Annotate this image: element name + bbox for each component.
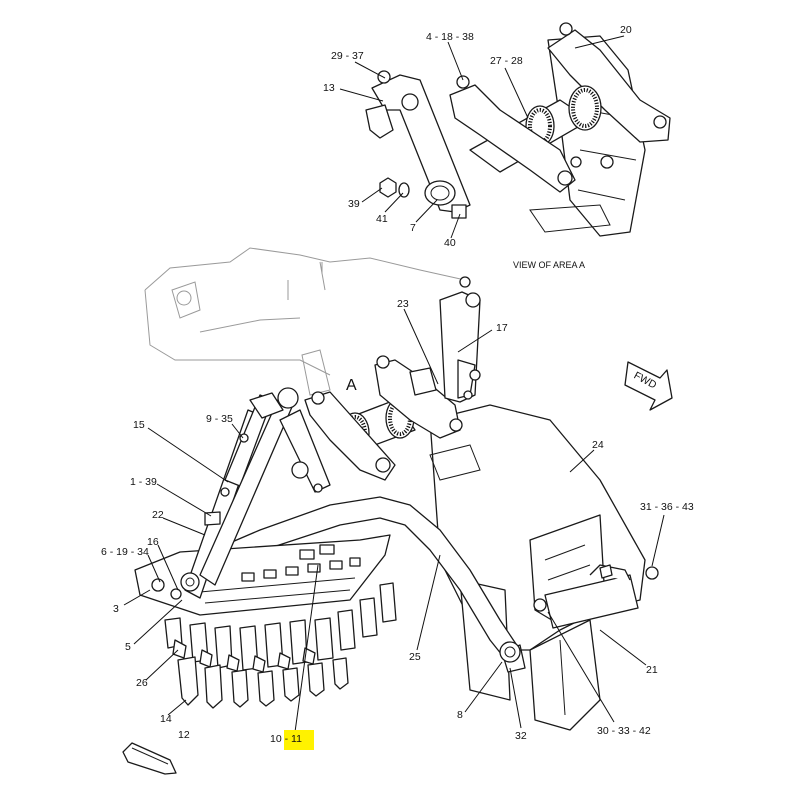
- callout-5: 5: [125, 641, 131, 653]
- retainer-pin-12: [122, 742, 177, 775]
- callout-1-39: 1 - 39: [130, 476, 157, 488]
- main-assembly-view: [122, 247, 659, 775]
- ripper-beam: [134, 534, 391, 616]
- center-rocker-arm: [304, 391, 396, 481]
- detail-bolt-40: [451, 204, 467, 219]
- ripper-shanks: [164, 582, 397, 671]
- callout-27-28: 27 - 28: [490, 55, 523, 67]
- callout-20: 20: [620, 24, 632, 36]
- callout-9-35: 9 - 35: [206, 413, 233, 425]
- detail-view-area-a: [365, 22, 671, 237]
- callout-22: 22: [152, 509, 164, 521]
- detail-nut-39: [379, 177, 397, 198]
- callout-23: 23: [397, 298, 409, 310]
- callout-10-11: 10 - 11: [270, 733, 302, 745]
- callout-29-37: 29 - 37: [331, 50, 364, 62]
- highlight-marker: [284, 730, 314, 750]
- callout-14: 14: [160, 713, 172, 725]
- callout-6-19-34: 6 - 19 - 34: [101, 546, 149, 558]
- detail-washer-41: [398, 182, 410, 198]
- callout-31-36-43: 31 - 36 - 43: [640, 501, 694, 513]
- fwd-direction-arrow: FWD: [624, 361, 673, 411]
- area-marker-a: A: [346, 377, 357, 394]
- callout-16: 16: [147, 536, 159, 548]
- callout-15: 15: [133, 419, 145, 431]
- callout-8: 8: [457, 709, 463, 721]
- leader-lines: [123, 35, 665, 733]
- callout-39: 39: [348, 198, 360, 210]
- detail-rocker-arm-center: [449, 84, 576, 193]
- callout-25: 25: [409, 651, 421, 663]
- bracket-21: [544, 574, 639, 629]
- ripper-tips: [177, 656, 349, 709]
- callout-4-18-38: 4 - 18 - 38: [426, 31, 474, 43]
- callout-24: 24: [592, 439, 604, 451]
- callout-32: 32: [515, 730, 527, 742]
- callout-labels: 29 - 37 4 - 18 - 38 20 13 27 - 28 39 41 …: [101, 24, 694, 750]
- callout-41: 41: [376, 213, 388, 225]
- callout-12: 12: [178, 729, 190, 741]
- callout-13: 13: [323, 82, 335, 94]
- callout-3: 3: [113, 603, 119, 615]
- shank-slots: [241, 544, 361, 582]
- machine-frame-outline: [144, 247, 466, 376]
- callout-21: 21: [646, 664, 658, 676]
- callout-17: 17: [496, 322, 508, 334]
- callout-7: 7: [410, 222, 416, 234]
- callout-26: 26: [136, 677, 148, 689]
- callout-40: 40: [444, 237, 456, 249]
- tip-retainers-26: [172, 639, 316, 673]
- detail-bushing-7: [424, 180, 456, 206]
- view-caption: VIEW OF AREA A: [513, 260, 585, 270]
- callout-30-33-42: 30 - 33 - 42: [597, 725, 651, 737]
